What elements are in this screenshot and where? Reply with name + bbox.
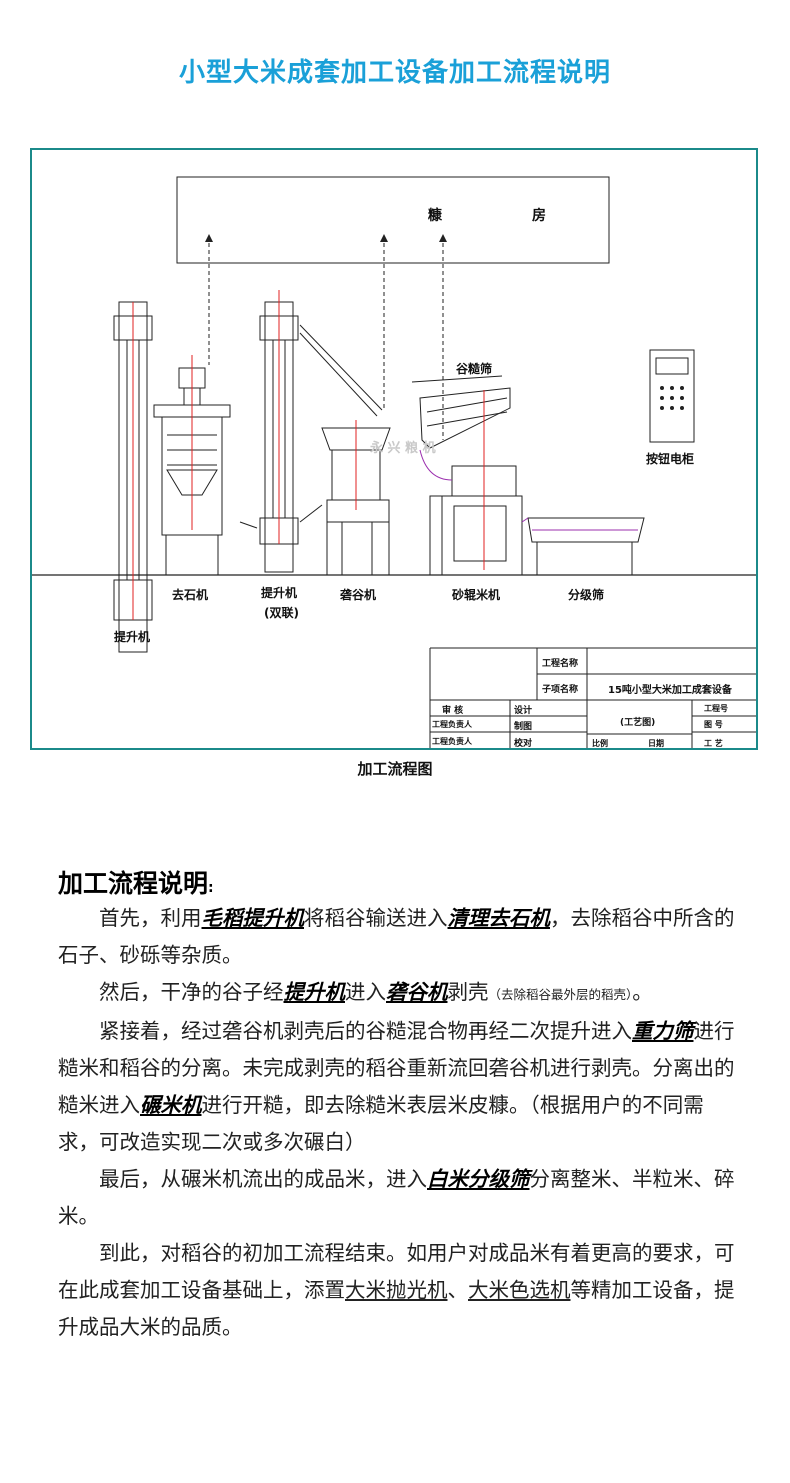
tb-drawing-type: (工艺图) — [620, 718, 656, 728]
p2-highlight-2: 砻谷机 — [386, 980, 448, 1004]
tb-project-name-label: 工程名称 — [542, 659, 579, 669]
tb-check: 校对 — [514, 739, 533, 749]
description-heading-colon: : — [208, 880, 214, 896]
machine-label-grader: 分级筛 — [568, 588, 605, 602]
warehouse-label-2: 房 — [532, 208, 546, 224]
machine-label-destoner: 去石机 — [172, 588, 209, 602]
machine-label-elevator-dual-sub: (双联) — [264, 606, 299, 620]
warehouse-box — [176, 176, 610, 264]
p5-text-1: 到此，对稻谷的初加工流程结束。如用户对成品米有着更高的要求，可在此成套加工设备基… — [58, 1241, 735, 1302]
paragraph-1: 首先，利用毛稻提升机将稻谷输送进入清理去石机，去除稻谷中所含的石子、砂砾等杂质。 — [58, 900, 738, 974]
process-diagram: 永 兴 粮 机 糠 房 谷糙筛 按钮电柜 去石机 提升机 (双联) 砻谷机 砂辊… — [30, 148, 758, 750]
p2-text-2: 进入 — [345, 980, 386, 1004]
tb-leader-1: 工程负责人 — [432, 720, 472, 729]
tb-craft: 工 艺 — [704, 739, 723, 748]
tb-subproject-label: 子项名称 — [542, 685, 579, 695]
tb-design: 设计 — [514, 706, 533, 716]
grader-body — [527, 517, 645, 543]
p2-text-4: 。 — [632, 980, 653, 1004]
cabinet-label: 按钮电柜 — [646, 452, 695, 466]
page-title: 小型大米成套加工设备加工流程说明 — [178, 58, 611, 88]
p2-highlight-1: 提升机 — [283, 980, 346, 1004]
p2-text-1: 然后，干净的谷子经 — [99, 980, 284, 1004]
p5-text-2: 、 — [447, 1278, 469, 1302]
paragraph-5: 到此，对稻谷的初加工流程结束。如用户对成品米有着更高的要求，可在此成套加工设备基… — [58, 1235, 738, 1346]
tb-project-no: 工程号 — [704, 704, 728, 713]
p2-text-3: 剥壳 — [447, 980, 489, 1004]
p1-text-3: ，去除稻谷中所含的石子、砂砾等杂质。 — [58, 906, 735, 967]
control-cabinet — [649, 349, 695, 443]
tb-draw: 制图 — [514, 722, 533, 732]
p4-highlight-1: 白米分级筛 — [427, 1167, 530, 1191]
p4-text-1: 最后，从碾米机流出的成品米，进入 — [99, 1167, 427, 1191]
tb-subproject-value: 15吨小型大米加工成套设备 — [608, 685, 732, 696]
paragraph-3: 紧接着，经过砻谷机剥壳后的谷糙混合物再经二次提升进入重力筛进行糙米和稻谷的分离。… — [58, 1013, 738, 1161]
tb-review: 审 核 — [442, 706, 464, 716]
sieve-label: 谷糙筛 — [456, 362, 493, 376]
husker-hopper — [321, 427, 391, 451]
machine-label-elevator-dual: 提升机 — [261, 586, 298, 600]
whitener-base — [429, 495, 523, 576]
description-heading-text: 加工流程说明 — [58, 869, 209, 898]
p4-text-2: 分离整米、半粒米、碎米。 — [58, 1167, 735, 1228]
watermark-text: 永 兴 粮 机 — [369, 440, 436, 456]
p1-highlight-2: 清理去石机 — [447, 906, 551, 930]
paragraph-2: 然后，干净的谷子经提升机进入砻谷机剥壳（去除稻谷最外层的稻壳）。 — [58, 974, 738, 1013]
warehouse-label-1: 糠 — [428, 208, 442, 224]
description-heading: 加工流程说明: — [58, 864, 214, 900]
p2-note: （去除稻谷最外层的稻壳） — [488, 987, 633, 1002]
tb-date: 日期 — [648, 739, 664, 748]
sieve-body — [419, 387, 511, 449]
tb-drawing-no: 图 号 — [704, 720, 723, 729]
diagram-drawing: 永 兴 粮 机 — [32, 176, 756, 748]
machine-label-husker: 砻谷机 — [340, 588, 377, 602]
p3-text-2: 进行糙米和稻谷的分离。未完成剥壳的稻谷重新流回砻谷机进行剥壳。分离出的糙米进入 — [58, 1019, 735, 1117]
p3-highlight-2: 碾米机 — [140, 1093, 202, 1117]
p3-highlight-1: 重力筛 — [632, 1019, 694, 1043]
p3-text-3: 进行开糙，即去除糙米表层米皮糠。（根据用户的不同需求，可改造实现二次或多次碾白） — [58, 1093, 704, 1154]
tb-leader-2: 工程负责人 — [432, 737, 472, 746]
tb-scale: 比例 — [592, 739, 608, 748]
title-block — [429, 647, 756, 748]
paragraph-4: 最后，从碾米机流出的成品米，进入白米分级筛分离整米、半粒米、碎米。 — [58, 1161, 738, 1235]
p3-text-1: 紧接着，经过砻谷机剥壳后的谷糙混合物再经二次提升进入 — [99, 1019, 632, 1043]
machine-label-elevator: 提升机 — [114, 630, 151, 644]
diagram-caption: 加工流程图 — [357, 760, 433, 778]
machine-label-whitener: 砂辊米机 — [452, 588, 501, 602]
p1-highlight-1: 毛稻提升机 — [201, 906, 305, 930]
p1-text-1: 首先，利用 — [99, 906, 202, 930]
p5-text-3: 等精加工设备，提升成品大米的品质。 — [58, 1278, 735, 1339]
p5-underline-1: 大米抛光机 — [345, 1278, 448, 1302]
description-body: 首先，利用毛稻提升机将稻谷输送进入清理去石机，去除稻谷中所含的石子、砂砾等杂质。… — [58, 900, 738, 1346]
p1-text-2: 将稻谷输送进入 — [304, 906, 448, 930]
p5-underline-2: 大米色选机 — [468, 1278, 571, 1302]
